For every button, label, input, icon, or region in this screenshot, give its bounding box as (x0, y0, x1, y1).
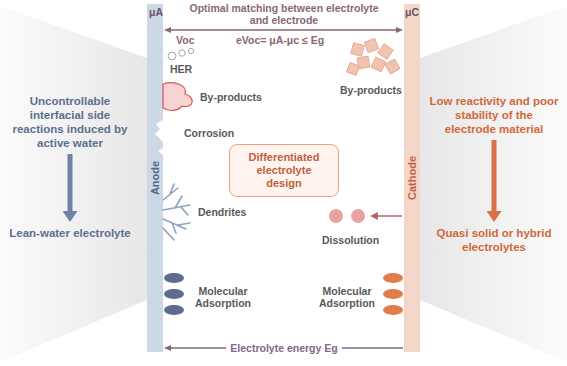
molecule (383, 273, 403, 283)
by-product-deposit (163, 83, 192, 111)
potential-symbol: μC (405, 6, 419, 18)
edge-label: Electrolyte energy Eg (226, 342, 341, 354)
process-label: Corrosion (184, 127, 234, 139)
down-arrow (68, 154, 73, 211)
arrowhead (370, 212, 378, 220)
bubble (168, 52, 176, 60)
adsorbed-molecules (383, 273, 403, 315)
dissolved-species (329, 209, 365, 223)
right-panel (420, 6, 567, 362)
by-product-crystals (347, 38, 400, 75)
molecule (164, 289, 184, 299)
process-label: HER (170, 63, 192, 75)
corrosion-pit (155, 120, 163, 142)
process-label: Molecular Adsorption (188, 285, 258, 309)
voltage-equation: eVoc= μA-μc ≤ Eg (236, 34, 324, 46)
process-label: Molecular Adsorption (312, 285, 382, 309)
process-label: Dissolution (322, 234, 379, 246)
ion (329, 209, 343, 223)
left-panel (0, 6, 147, 362)
node-text: Low reactivity and poor stability of the… (428, 94, 560, 136)
crystal (378, 44, 393, 59)
crystal (347, 63, 360, 76)
dendrite-branch (163, 184, 190, 240)
cathode-electrode: Cathode (404, 4, 420, 352)
crystal (351, 43, 364, 56)
strategy-statement: Quasi solid or hybrid electrolytes (428, 226, 560, 254)
electrode-label: Anode (149, 161, 161, 195)
ion (351, 209, 365, 223)
dissolution-arrow (377, 215, 402, 217)
strategy-statement: Lean-water electrolyte (7, 226, 133, 240)
bubble (179, 50, 185, 56)
problem-statement: Low reactivity and poor stability of the… (428, 94, 560, 136)
molecule (383, 305, 403, 315)
node-text: Lean-water electrolyte (7, 226, 133, 240)
crystal (385, 59, 400, 74)
node-text: Uncontrollable interfacial side reaction… (7, 94, 133, 150)
node-text: Quasi solid or hybrid electrolytes (428, 226, 560, 254)
problem-statement: Uncontrollable interfacial side reaction… (7, 94, 133, 150)
voltage-symbol: Voc (176, 34, 194, 46)
process-label: Dendrites (198, 206, 246, 218)
energy-arrow (171, 29, 396, 31)
design-box: Differentiated electrolyte design (229, 144, 339, 197)
anode-bar (147, 4, 163, 352)
crystal (364, 38, 378, 52)
adsorbed-molecules (164, 273, 184, 315)
edge-label: Optimal matching between electrolyte and… (179, 2, 389, 26)
anode-electrode: Anode (147, 4, 163, 352)
hydrogen-bubbles (168, 48, 194, 60)
corrosion-pit (158, 148, 163, 155)
molecule (164, 273, 184, 283)
process-label: By-products (340, 84, 402, 96)
process-label: By-products (200, 91, 262, 103)
bubble (188, 48, 193, 53)
molecule (164, 305, 184, 315)
potential-symbol: μA (149, 6, 163, 18)
cathode-bar (404, 4, 420, 352)
crystal (371, 57, 386, 72)
node-text: Differentiated electrolyte design (238, 151, 330, 190)
dendrites (163, 184, 190, 240)
down-arrow (492, 140, 497, 211)
electrode-label: Cathode (406, 156, 418, 200)
molecule (383, 289, 403, 299)
